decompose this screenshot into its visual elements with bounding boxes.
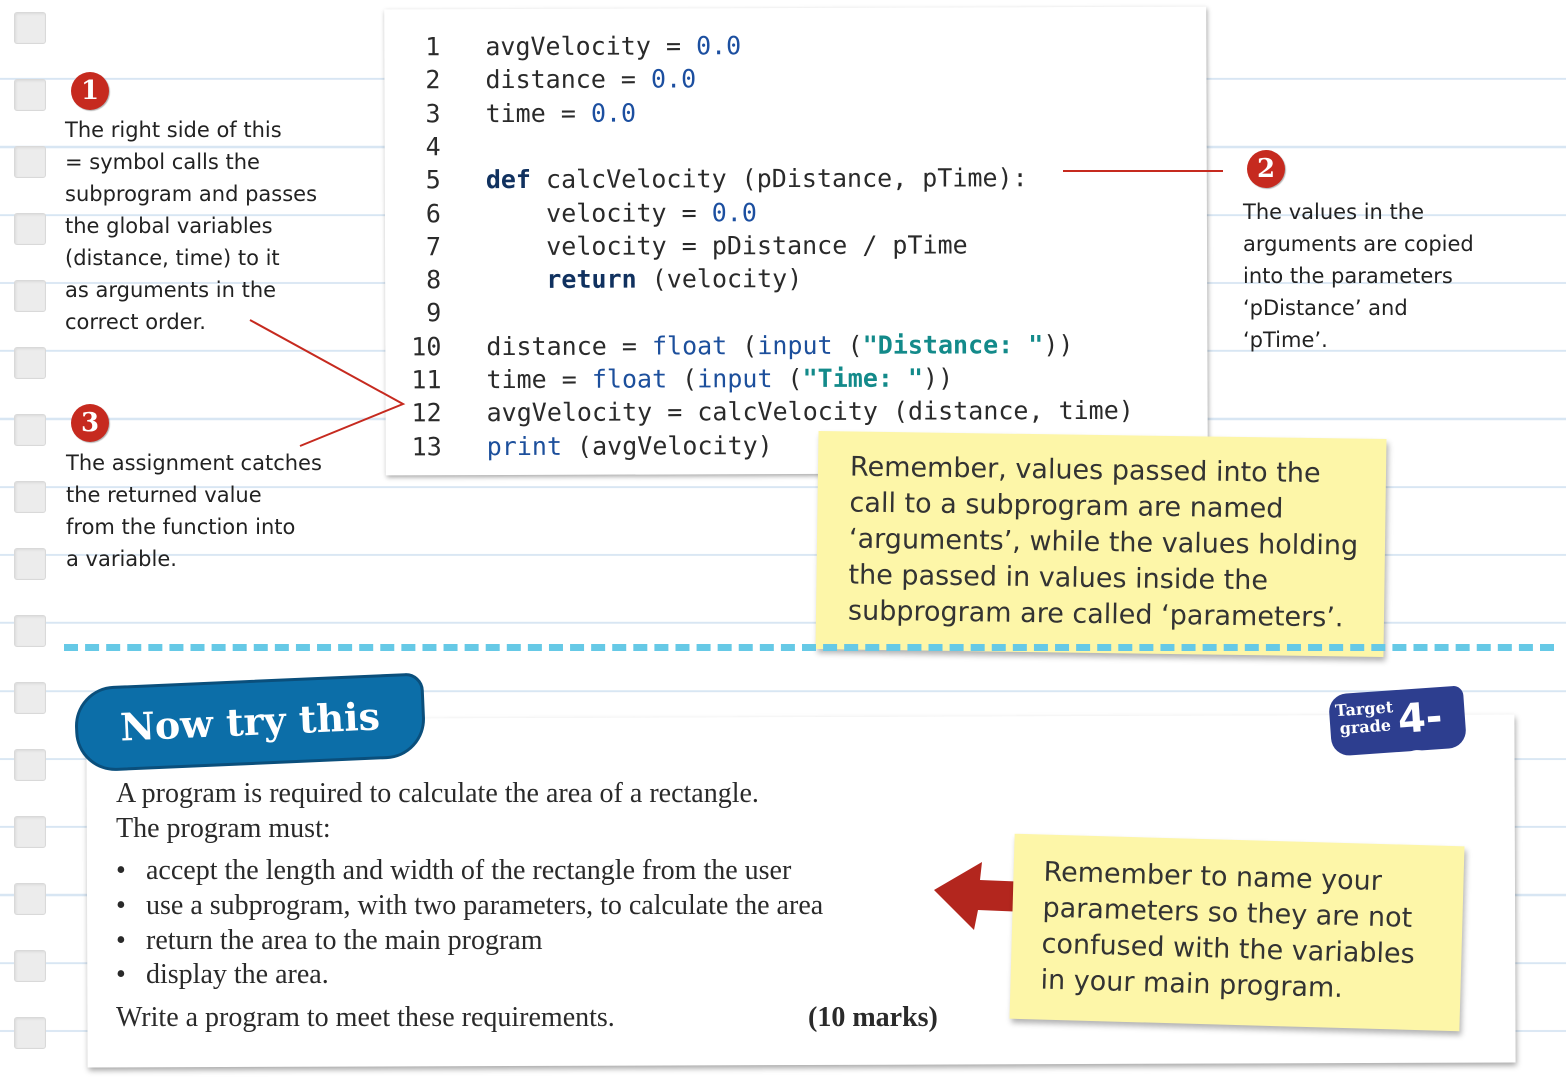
annotation-line: ‘pDistance’ and (1243, 296, 1408, 320)
notebook-ring (14, 749, 46, 781)
annotation-1-badge: 1 (71, 72, 109, 110)
annotation-line: The right side of this (65, 118, 282, 142)
notebook-ring (14, 414, 46, 446)
annotation-line: The values in the (1243, 200, 1424, 224)
notebook-ring (14, 280, 46, 312)
requirement-item: return the area to the main program (116, 925, 542, 957)
notebook-ring (14, 79, 46, 111)
annotation-2-badge: 2 (1247, 150, 1285, 188)
notebook-ring (14, 950, 46, 982)
target-grade-badge: Target grade 4-6 (1328, 685, 1467, 791)
note-line: subprogram are called ‘parameters’. (847, 595, 1344, 634)
task-instruction: Write a program to meet these requiremen… (116, 1002, 615, 1033)
connector-line-1-3 (249, 319, 406, 447)
grade-value: 4-6 (1396, 693, 1444, 791)
notebook-ring (14, 146, 46, 178)
annotation-line: ‘pTime’. (1243, 328, 1328, 352)
requirement-item: use a subprogram, with two parameters, t… (116, 890, 823, 922)
annotation-line: subprogram and passes (65, 182, 318, 206)
question-intro-2: The program must: (116, 813, 331, 844)
notebook-ring (14, 548, 46, 580)
sticky-note-arguments: Remember, values passed into the call to… (815, 431, 1387, 657)
annotation-2-text: The values in the arguments are copied i… (1243, 196, 1474, 356)
requirement-item: display the area. (116, 959, 329, 991)
notebook-ring (14, 1017, 46, 1049)
requirement-item: accept the length and width of the recta… (116, 855, 791, 887)
annotation-line: the returned value (66, 483, 262, 507)
notebook-ring (14, 12, 46, 44)
notebook-ring (14, 816, 46, 848)
notebook-ring (14, 347, 46, 379)
annotation-line: from the function into (66, 515, 296, 539)
section-divider (64, 644, 1554, 651)
annotation-line: the global variables (65, 214, 273, 238)
annotation-line: correct order. (65, 310, 206, 334)
question-intro: A program is required to calculate the a… (116, 778, 759, 809)
annotation-line: (distance, time) to it (65, 246, 280, 270)
now-try-this-banner: Now try this (73, 672, 427, 773)
sticky-note-parameters: Remember to name your parameters so they… (1009, 833, 1465, 1032)
notebook-ring (14, 213, 46, 245)
notebook-ring (14, 682, 46, 714)
annotation-3-badge: 3 (71, 404, 109, 442)
annotation-1-text: The right side of this = symbol calls th… (65, 114, 317, 338)
annotation-line: = symbol calls the (65, 150, 260, 174)
notebook-ring (14, 481, 46, 513)
annotation-line: as arguments in the (65, 278, 277, 302)
grade-label-line: grade (1339, 715, 1392, 739)
annotation-line: a variable. (66, 547, 177, 571)
annotation-line: into the parameters (1243, 264, 1453, 288)
annotation-3-text: The assignment catches the returned valu… (66, 447, 322, 575)
annotation-line: arguments are copied (1243, 232, 1474, 256)
annotation-line: The assignment catches (66, 451, 322, 475)
notebook-ring (14, 883, 46, 915)
grade-label: Target grade (1334, 697, 1396, 739)
arrow-left-icon (934, 862, 1028, 930)
notebook-ring (14, 615, 46, 647)
marks-label: (10 marks) (808, 1002, 938, 1033)
